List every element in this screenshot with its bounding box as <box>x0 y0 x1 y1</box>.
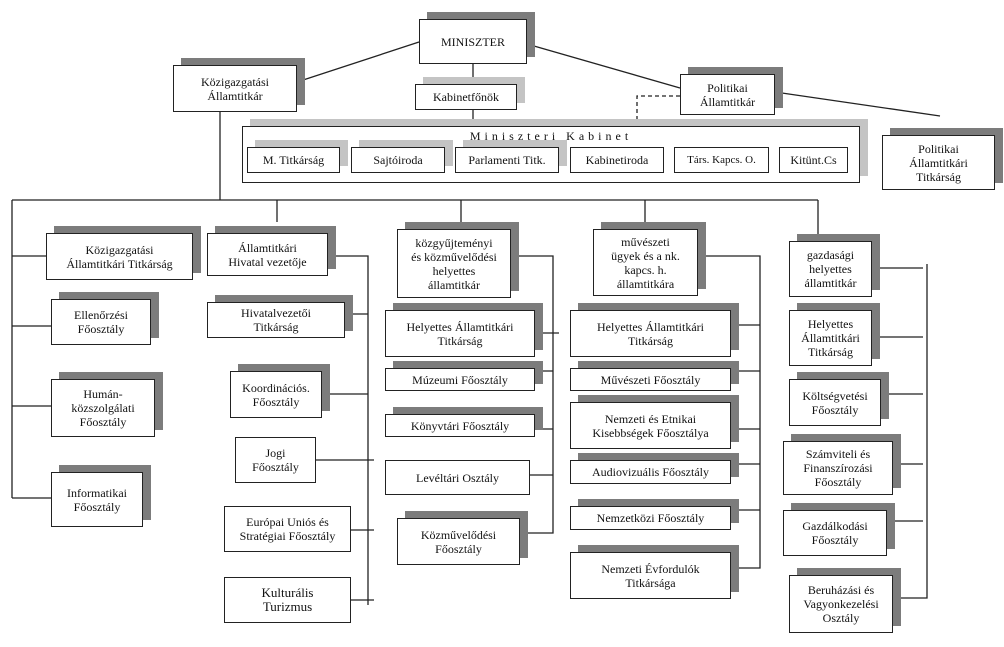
department-box: Művészeti Főosztály <box>570 368 731 391</box>
department-box: Koordinációs. Főosztály <box>230 371 322 418</box>
department-box: Helyettes Államtitkári Titkárság <box>570 310 731 357</box>
column-head: művészeti ügyek és a nk. kapcs. h. állam… <box>593 229 698 296</box>
department-box: Nemzetközi Főosztály <box>570 506 731 530</box>
department-box: Múzeumi Főosztály <box>385 368 535 391</box>
department-box: Költségvetési Főosztály <box>789 379 881 426</box>
department-box: Levéltári Osztály <box>385 460 530 495</box>
department-box: Beruházási és Vagyonkezelési Osztály <box>789 575 893 633</box>
column-head: Államtitkári Hivatal vezetője <box>207 233 328 276</box>
chief-of-cabinet-box: Kabinetfőnök <box>415 84 517 110</box>
department-box: Helyettes Államtitkári Titkárság <box>789 310 872 366</box>
cabinet-unit: Sajtóiroda <box>351 147 445 173</box>
department-box: Informatikai Főosztály <box>51 472 143 527</box>
minister-box: MINISZTER <box>419 19 527 64</box>
cabinet-unit: Kabinetiroda <box>570 147 664 173</box>
cabinet-unit: M. Titkárság <box>247 147 340 173</box>
department-box: Jogi Főosztály <box>235 437 316 483</box>
department-box: Számviteli és Finanszírozási Főosztály <box>783 441 893 495</box>
ministerial-cabinet: Miniszteri Kabinet <box>242 126 860 183</box>
department-box: Európai Uniós és Stratégiai Főosztály <box>224 506 351 552</box>
department-box: Gazdálkodási Főosztály <box>783 510 887 556</box>
admin-state-secretary-box: Közigazgatási Államtitkár <box>173 65 297 112</box>
department-box: Kulturális Turizmus <box>224 577 351 623</box>
department-box: Könyvtári Főosztály <box>385 414 535 437</box>
department-box: Audiovizuális Főosztály <box>570 460 731 484</box>
cabinet-title: Miniszteri Kabinet <box>469 129 633 143</box>
column-head: Közigazgatási Államtitkári Titkárság <box>46 233 193 280</box>
political-secretariat-box: Politikai Államtitkári Titkárság <box>882 135 995 190</box>
cabinet-unit: Parlamenti Titk. <box>455 147 559 173</box>
department-box: Nemzeti és Etnikai Kisebbségek Főosztály… <box>570 402 731 449</box>
department-box: Hivatalvezetői Titkárság <box>207 302 345 338</box>
department-box: Közművelődési Főosztály <box>397 518 520 565</box>
cabinet-unit: Társ. Kapcs. O. <box>674 147 769 173</box>
department-box: Ellenőrzési Főosztály <box>51 299 151 345</box>
political-state-secretary-box: Politikai Államtitkár <box>680 74 775 115</box>
department-box: Helyettes Államtitkári Titkárság <box>385 310 535 357</box>
column-head: közgyűjteményi és közművelődési helyette… <box>397 229 511 298</box>
cabinet-unit: Kitünt.Cs <box>779 147 848 173</box>
department-box: Nemzeti Évfordulók Titkársága <box>570 552 731 599</box>
department-box: Humán- közszolgálati Főosztály <box>51 379 155 437</box>
column-head: gazdasági helyettes államtitkár <box>789 241 872 297</box>
